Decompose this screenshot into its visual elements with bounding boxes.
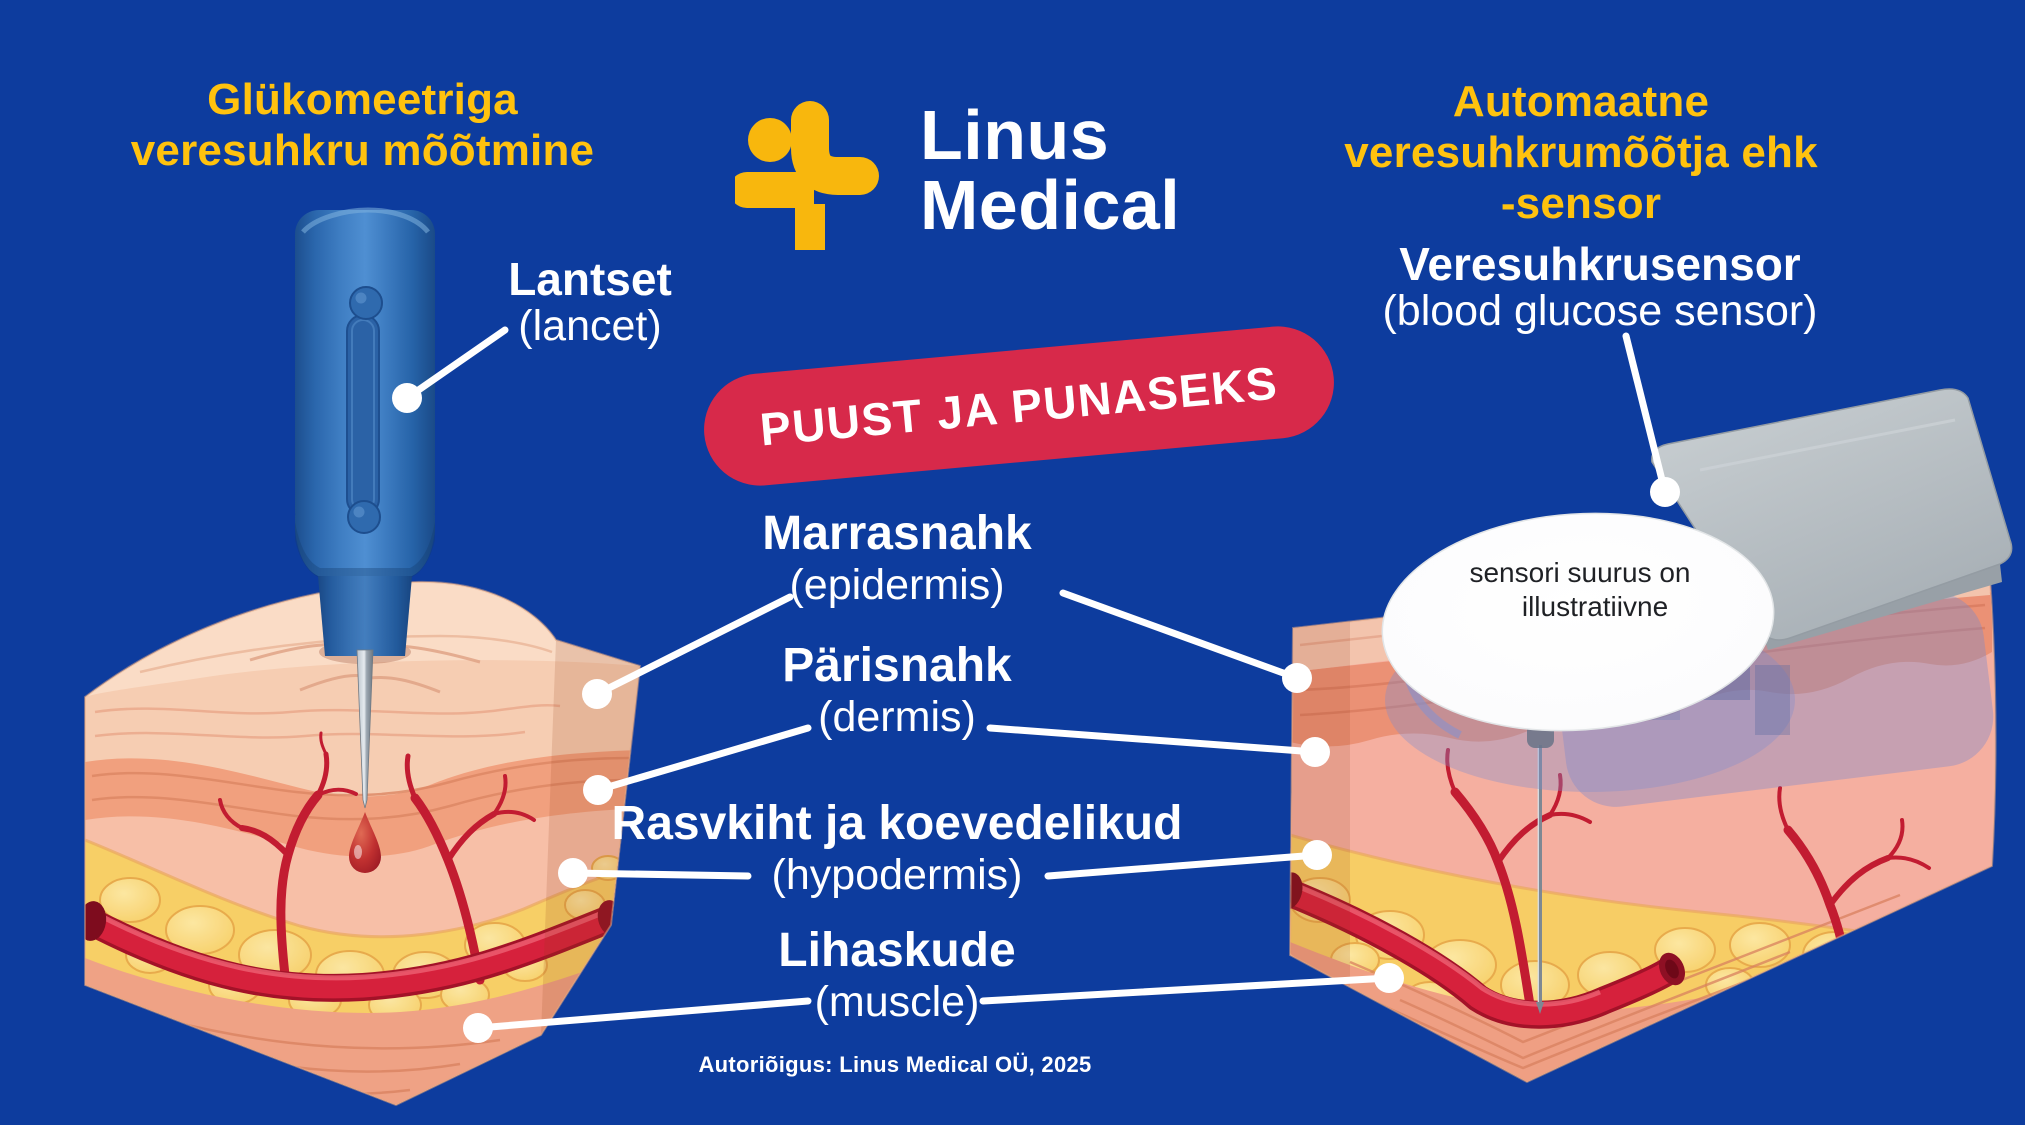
leader-line-epidermis-right bbox=[1059, 589, 1301, 682]
lancet-label: Lantset (lancet) bbox=[405, 255, 775, 351]
right-method-title-line1: Automaatne bbox=[1452, 77, 1710, 126]
leader-line-muscle-right bbox=[979, 974, 1393, 1005]
leader-line-lancet bbox=[403, 326, 509, 402]
sensor-label: Veresuhkrusensor (blood glucose sensor) bbox=[1360, 240, 1840, 336]
logo-wordmark: Linus Medical bbox=[920, 100, 1180, 240]
sensor-note-bubble bbox=[1381, 512, 1775, 732]
leader-line-hypodermis-left bbox=[569, 869, 752, 880]
layer-label-hypodermis: Rasvkiht ja koevedelikud (hypodermis) bbox=[597, 797, 1197, 899]
epidermis-texture bbox=[94, 703, 561, 739]
layer-label-muscle-translation: (muscle) bbox=[814, 977, 980, 1026]
left-skin-block-illustration bbox=[84, 580, 642, 1107]
lancet-label-translation: (lancet) bbox=[518, 302, 662, 351]
layer-label-epidermis-name: Marrasnahk bbox=[762, 507, 1032, 560]
blood-vessels bbox=[218, 731, 536, 985]
leader-line-dermis-left bbox=[594, 724, 812, 794]
lancet-needle bbox=[356, 649, 374, 809]
leader-line-hypodermis-right bbox=[1044, 851, 1321, 880]
layer-label-dermis: Pärisnahk (dermis) bbox=[597, 639, 1197, 741]
logo-name-line2: Medical bbox=[920, 166, 1181, 244]
right-method-title-line3: -sensor bbox=[1500, 179, 1662, 229]
sensor-label-name: Veresuhkrusensor bbox=[1399, 238, 1801, 290]
sensor-size-note-line2: illustratiivne bbox=[1521, 590, 1669, 622]
sensor-size-note: sensori suurus on illustratiivne bbox=[1425, 556, 1735, 623]
layer-label-hypodermis-translation: (hypodermis) bbox=[771, 850, 1023, 899]
lancet-device-illustration bbox=[295, 207, 435, 873]
layer-label-epidermis-translation: (epidermis) bbox=[789, 560, 1005, 609]
orange-band-texture bbox=[91, 756, 633, 821]
campaign-badge-label: PUUST JA PUNASEKS bbox=[757, 356, 1281, 456]
layer-label-hypodermis-name: Rasvkiht ja koevedelikud bbox=[611, 797, 1183, 850]
left-method-title-line1: Glükomeetriga bbox=[207, 75, 518, 124]
layer-label-muscle-name: Lihaskude bbox=[778, 924, 1016, 977]
sensor-needle bbox=[1536, 745, 1544, 1014]
layer-label-dermis-name: Pärisnahk bbox=[782, 639, 1012, 692]
left-method-title-line2: veresuhkru mõõtmine bbox=[130, 126, 595, 176]
sensor-label-translation: (blood glucose sensor) bbox=[1382, 287, 1818, 336]
logo-name-line1: Linus bbox=[920, 96, 1110, 174]
glucose-sensor-illustration bbox=[1381, 388, 2013, 1014]
leader-line-epidermis-left bbox=[593, 593, 794, 698]
linus-medical-figure-cross-icon bbox=[729, 101, 879, 250]
right-method-title-line2: veresuhkrumõõtja ehk bbox=[1344, 128, 1818, 178]
leader-line-sensor bbox=[1622, 332, 1669, 496]
sensor-size-note-line1: sensori suurus on bbox=[1469, 557, 1691, 588]
right-method-title: Automaatne veresuhkrumõõtja ehk -sensor bbox=[1286, 76, 1876, 229]
layer-label-muscle: Lihaskude (muscle) bbox=[597, 924, 1197, 1026]
left-method-title: Glükomeetriga veresuhkru mõõtmine bbox=[75, 74, 650, 176]
layer-label-dermis-translation: (dermis) bbox=[818, 692, 976, 741]
lancet-label-name: Lantset bbox=[508, 253, 672, 305]
linus-medical-logo bbox=[729, 98, 905, 253]
leader-dots bbox=[392, 383, 1680, 1043]
leader-line-muscle-left bbox=[474, 997, 812, 1032]
right-artery-tube bbox=[1290, 872, 1686, 1029]
layer-label-epidermis: Marrasnahk (epidermis) bbox=[597, 507, 1197, 609]
leader-line-dermis-right bbox=[986, 724, 1319, 756]
copyright-text: Autoriõigus: Linus Medical OÜ, 2025 bbox=[698, 1052, 1092, 1077]
leader-lines bbox=[403, 326, 1669, 1032]
